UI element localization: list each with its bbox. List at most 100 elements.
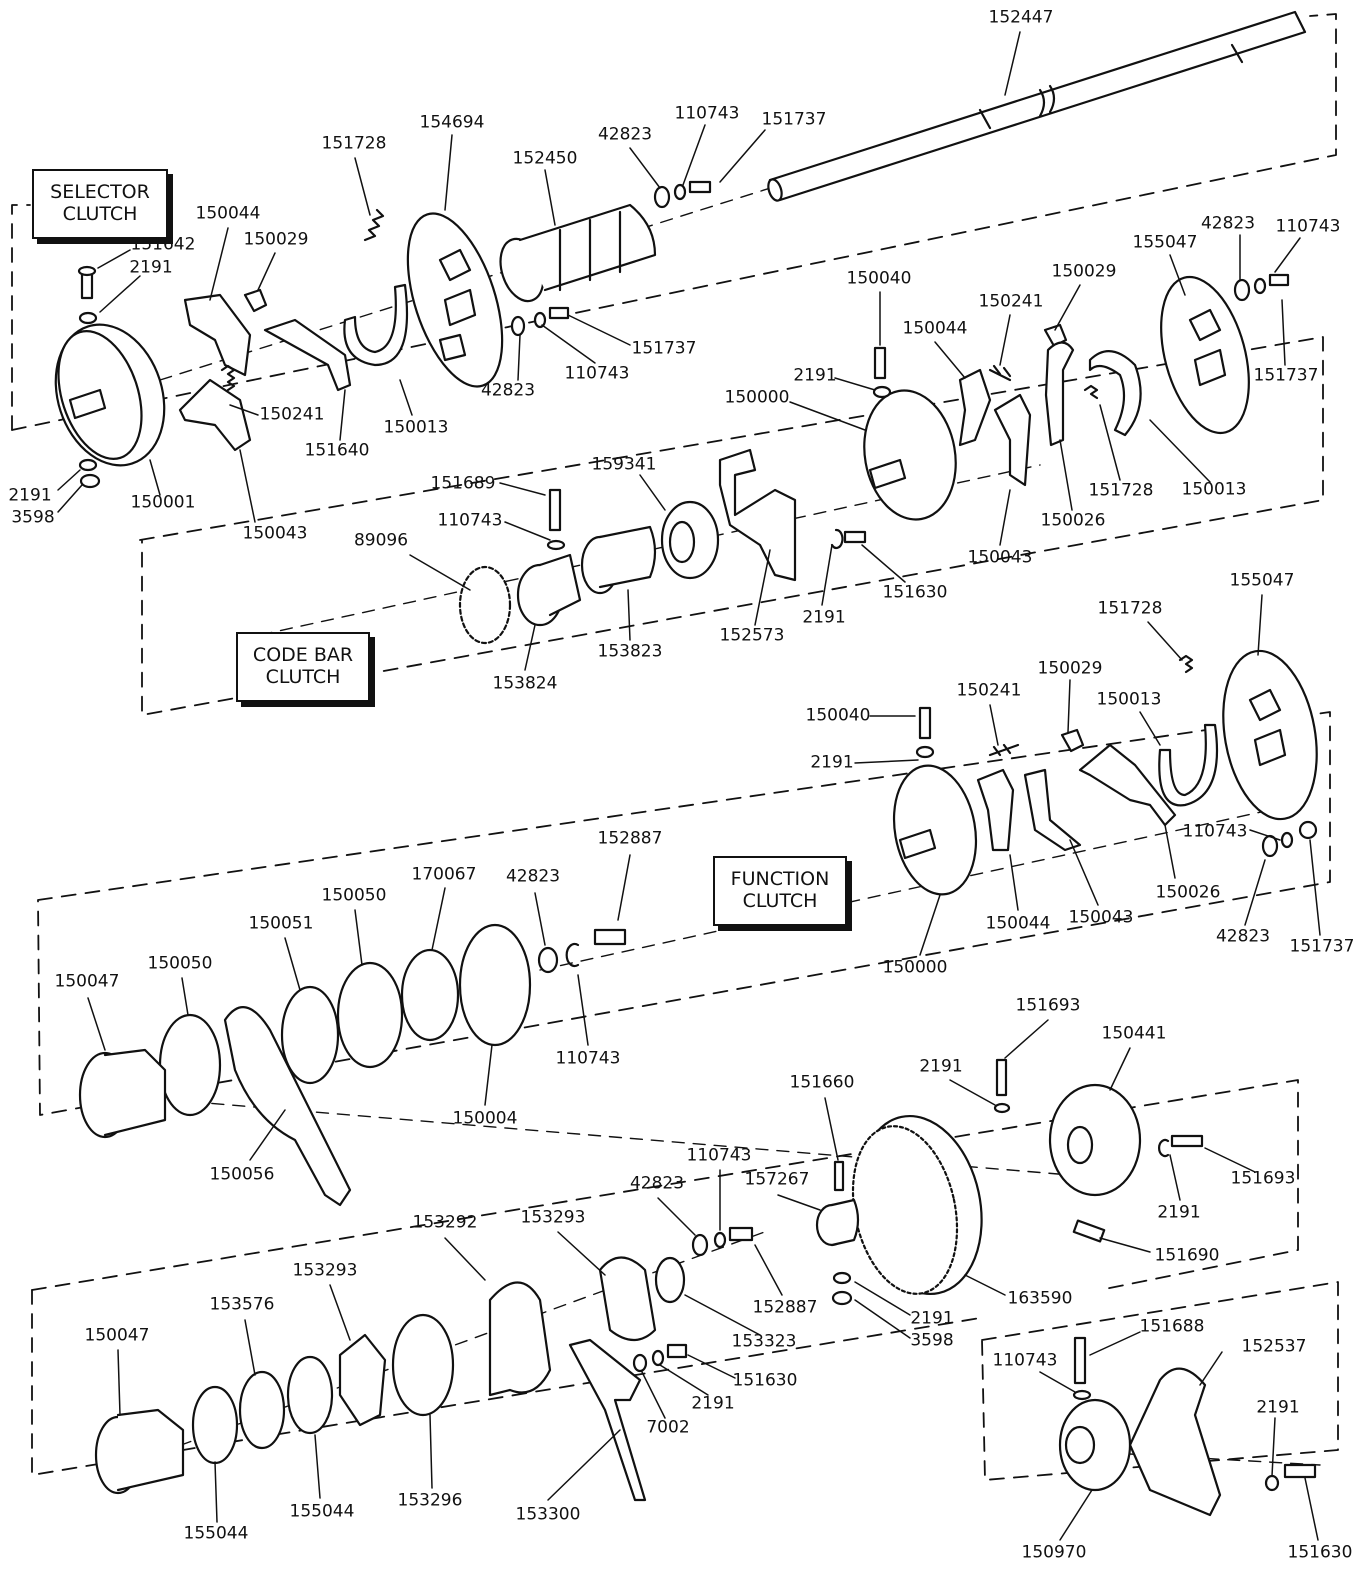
- disk-150050-a: [336, 961, 404, 1069]
- bearing-150970: [1058, 1398, 1132, 1492]
- group-title-line: FUNCTION: [730, 868, 830, 891]
- part-label: 2191: [691, 1393, 735, 1414]
- group-title-line: SELECTOR: [50, 181, 150, 204]
- washer-42823-a: [653, 185, 671, 209]
- part-label: 170067: [411, 864, 477, 885]
- clip-150029-b: [1043, 323, 1068, 348]
- group-title-line: CLUTCH: [62, 203, 138, 225]
- disk-150004: [458, 923, 532, 1047]
- sleeve-153823: [580, 525, 657, 595]
- part-label: 150026: [1040, 510, 1106, 531]
- shoe-lever-150044: [183, 293, 252, 377]
- part-label: 163590: [1007, 1288, 1073, 1309]
- part-label: 7002: [646, 1417, 690, 1438]
- part-label: 151630: [732, 1370, 798, 1391]
- part-label: 3598: [910, 1330, 954, 1351]
- washer-42823-f: [691, 1233, 709, 1257]
- part-label: 2191: [910, 1308, 954, 1329]
- plate-153293-b: [338, 1333, 387, 1427]
- hub-150047-b: [94, 1408, 185, 1495]
- washer-42823-c: [1233, 278, 1251, 302]
- nut-151630-b: [666, 1343, 688, 1359]
- clutch-drum-150000-b: [892, 764, 978, 896]
- part-label: 3598: [11, 507, 55, 528]
- part-label: 151728: [1088, 480, 1154, 501]
- part-label: 2191: [810, 752, 854, 773]
- part-label: 151737: [1253, 365, 1319, 386]
- part-label: 151689: [430, 473, 496, 494]
- group-border-selector: [11, 13, 1337, 431]
- part-label: 42823: [597, 124, 653, 145]
- part-label: 153292: [412, 1212, 478, 1233]
- part-label: 2191: [129, 257, 173, 278]
- screw-152887-a: [593, 928, 627, 946]
- stop-lever-150013-c: [1158, 723, 1219, 807]
- washer-2191-d: [872, 385, 892, 399]
- cam-153293-a: [598, 1256, 657, 1342]
- part-label: 150029: [1051, 261, 1117, 282]
- nut-3598: [79, 473, 101, 489]
- screw-151693-a: [995, 1058, 1008, 1097]
- ring-155044-a: [286, 1355, 334, 1435]
- part-label: 110743: [1275, 216, 1341, 237]
- group-title-line: CODE BAR: [252, 644, 354, 667]
- ring-110743-f: [565, 942, 580, 968]
- part-label: 151737: [631, 338, 697, 359]
- part-label: 150043: [967, 547, 1033, 568]
- ratchet-89096: [458, 565, 512, 645]
- part-label: 150040: [846, 268, 912, 289]
- spring-151728-a: [363, 208, 385, 242]
- part-label: 155044: [289, 1501, 355, 1522]
- cam-follower-153292: [488, 1281, 552, 1397]
- part-label: 2191: [8, 485, 52, 506]
- part-label: 153823: [597, 641, 663, 662]
- group-title-code-bar-clutch: CODE BAR CLUTCH: [236, 632, 370, 702]
- part-label: 153293: [520, 1207, 586, 1228]
- part-label: 150026: [1155, 882, 1221, 903]
- part-label: 150050: [147, 953, 213, 974]
- part-label: 154694: [419, 112, 485, 133]
- part-label: 2191: [793, 365, 837, 386]
- part-label: 150043: [1068, 907, 1134, 928]
- part-label: 151660: [789, 1072, 855, 1093]
- group-border-function: [37, 711, 1331, 1116]
- collar-157267: [815, 1198, 860, 1247]
- part-label: 150056: [209, 1164, 275, 1185]
- part-label: 151640: [304, 440, 370, 461]
- arm-153300: [568, 1338, 647, 1502]
- part-label: 150000: [882, 957, 948, 978]
- part-label: 151693: [1230, 1168, 1296, 1189]
- bracket-152537: [1128, 1367, 1222, 1517]
- screw-151660: [833, 1160, 845, 1192]
- part-label: 151728: [321, 133, 387, 154]
- part-label: 153824: [492, 673, 558, 694]
- part-label: 110743: [437, 510, 503, 531]
- part-label: 110743: [1182, 821, 1248, 842]
- part-label: 150441: [1101, 1023, 1167, 1044]
- screw-151690: [1072, 1219, 1106, 1243]
- group-title-selector-clutch: SELECTOR CLUTCH: [32, 169, 168, 239]
- part-label: 151737: [761, 109, 827, 130]
- clutch-drum-150000-a: [863, 389, 957, 521]
- disk-170067: [400, 948, 460, 1042]
- clutch-drum-150001: [54, 323, 166, 467]
- part-label: 150013: [383, 417, 449, 438]
- stop-lever-150013-b: [1088, 350, 1142, 437]
- part-label: 42823: [1215, 926, 1271, 947]
- screw-151737-b: [548, 306, 570, 320]
- washer-2191-f: [993, 1102, 1011, 1114]
- part-label: 150044: [195, 203, 261, 224]
- disk-153296: [391, 1313, 455, 1417]
- part-label: 150004: [452, 1108, 518, 1129]
- screw-151630-a: [843, 530, 867, 544]
- washer-2191-i: [651, 1349, 665, 1367]
- part-label: 153323: [731, 1331, 797, 1352]
- group-title-line: CLUTCH: [742, 890, 818, 912]
- shoe-lever-150043-c: [1023, 768, 1082, 852]
- screw-152887-b: [728, 1226, 754, 1242]
- nut-151737-d: [1298, 820, 1318, 840]
- spring-150241: [220, 364, 236, 392]
- part-label: 42823: [480, 380, 536, 401]
